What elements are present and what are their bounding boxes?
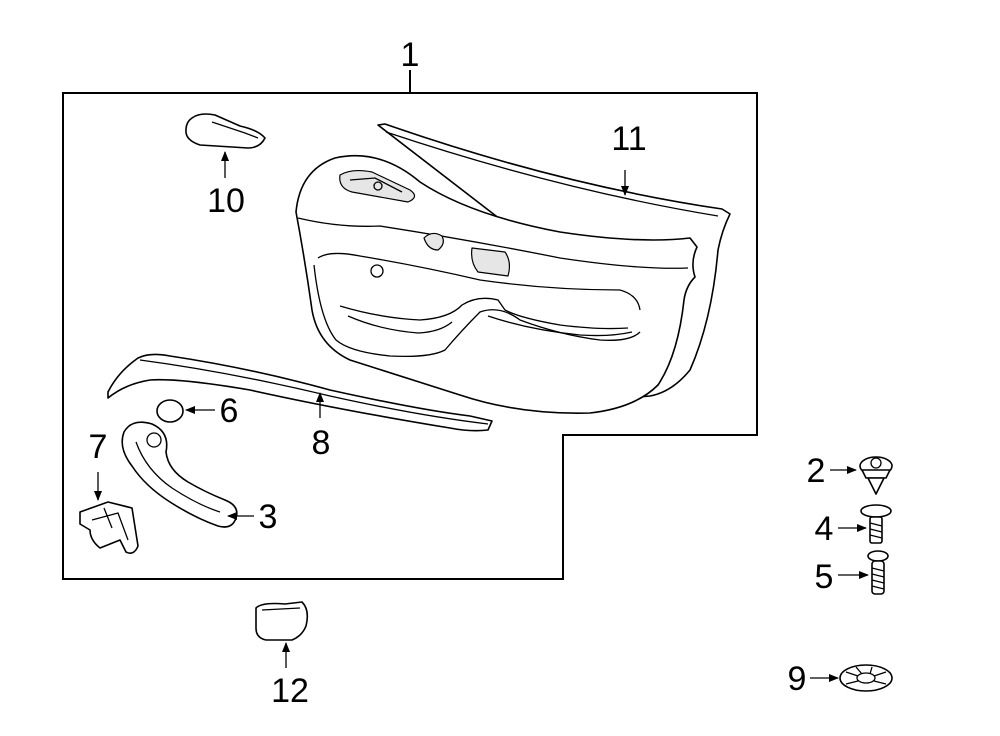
cover-part-12[interactable] (255, 601, 309, 641)
screw-washer-part-4[interactable] (860, 504, 892, 544)
armrest-trim-part-8[interactable] (107, 353, 493, 432)
push-clip-part-2[interactable] (859, 456, 893, 495)
callout-1: 1 (401, 36, 420, 74)
bracket-part-7[interactable] (79, 501, 139, 554)
callout-10: 10 (207, 182, 245, 220)
assembly-boundary (62, 92, 758, 580)
callout-9: 9 (788, 660, 807, 698)
callout-8: 8 (312, 424, 331, 462)
callout-2: 2 (807, 452, 826, 490)
callout-5: 5 (815, 558, 834, 596)
cap-part-6[interactable] (156, 399, 184, 423)
door-trim-panel-part-1[interactable] (295, 154, 698, 414)
callout-7: 7 (89, 428, 108, 466)
leader-arrows (94, 151, 869, 682)
pull-handle-part-3[interactable] (121, 421, 238, 528)
retainer-nut-part-9[interactable] (839, 664, 893, 692)
callout-12: 12 (271, 672, 309, 710)
callout-11: 11 (611, 120, 646, 158)
callout-4: 4 (815, 510, 834, 548)
callout-3: 3 (259, 498, 278, 536)
callout-6: 6 (220, 392, 239, 430)
trim-cover-part-10[interactable] (185, 113, 266, 149)
screw-part-5[interactable] (867, 550, 889, 595)
